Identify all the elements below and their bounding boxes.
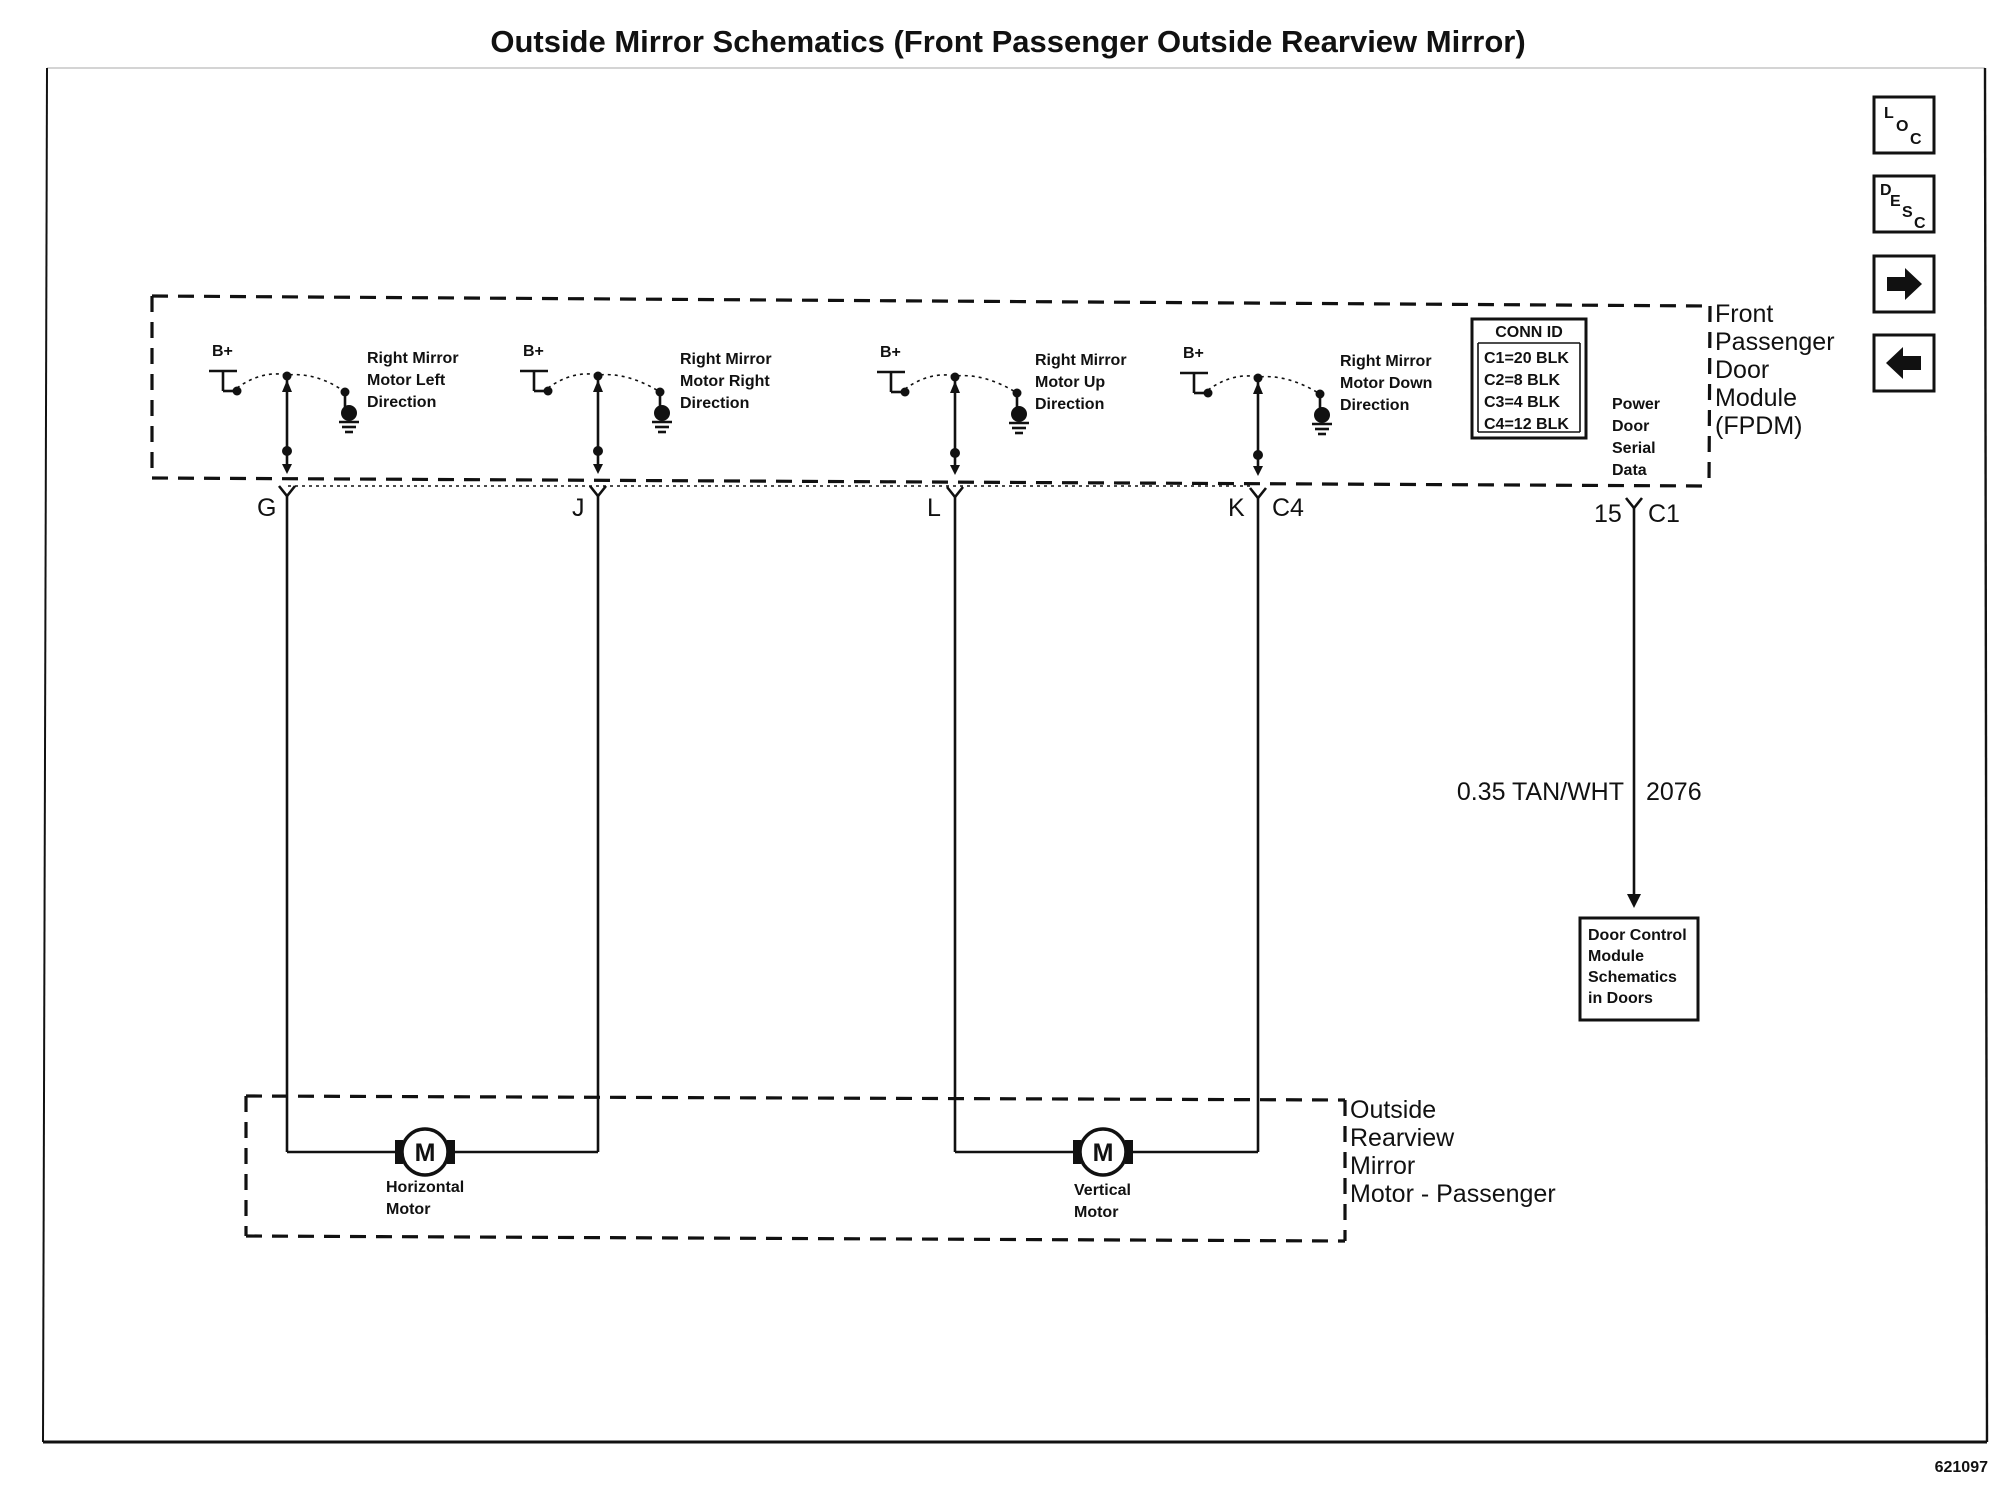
svg-text:Motor Left: Motor Left xyxy=(367,372,446,389)
svg-text:Motor: Motor xyxy=(386,1201,430,1218)
svg-text:Mirror: Mirror xyxy=(1350,1152,1415,1180)
page-title: Outside Mirror Schematics (Front Passeng… xyxy=(490,24,1525,59)
svg-text:C: C xyxy=(1910,131,1922,148)
svg-text:L: L xyxy=(1884,105,1894,122)
svg-text:Motor Right: Motor Right xyxy=(680,373,770,390)
conn-id-row: C2=8 BLK xyxy=(1484,372,1560,389)
right-arrow-icon xyxy=(1887,268,1922,300)
conn-id-row: C1=20 BLK xyxy=(1484,350,1569,367)
svg-text:2076: 2076 xyxy=(1646,778,1702,806)
mirror-motor-module-box xyxy=(244,1094,1347,1243)
conn-id-header: CONN ID xyxy=(1495,324,1563,341)
svg-text:O: O xyxy=(1896,118,1908,135)
svg-text:Data: Data xyxy=(1612,462,1647,479)
motor-icon xyxy=(400,1127,450,1177)
svg-text:Right Mirror: Right Mirror xyxy=(1035,352,1127,369)
svg-text:Outside: Outside xyxy=(1350,1096,1436,1124)
ground-icon xyxy=(341,405,357,421)
svg-text:Door: Door xyxy=(1715,356,1769,384)
svg-text:(FPDM): (FPDM) xyxy=(1715,412,1802,440)
motor-icon xyxy=(1078,1127,1128,1177)
left-arrow-icon xyxy=(1886,347,1921,379)
svg-text:S: S xyxy=(1902,204,1913,221)
switch-right-direction: B+ Right Mirror Motor Right Direction J xyxy=(520,343,772,522)
conn-id-row: C4=12 BLK xyxy=(1484,416,1569,433)
svg-text:Vertical: Vertical xyxy=(1074,1182,1131,1199)
svg-text:Front: Front xyxy=(1715,300,1773,328)
svg-text:C1: C1 xyxy=(1648,500,1680,528)
svg-text:J: J xyxy=(572,494,585,522)
connector-c4-label: C4 xyxy=(1272,494,1304,522)
vertical-motor: M Vertical Motor xyxy=(1073,1127,1133,1221)
mirror-module-label: Outside Rearview Mirror Motor - Passenge… xyxy=(1350,1096,1556,1208)
svg-text:Module: Module xyxy=(1715,384,1797,412)
svg-text:M: M xyxy=(415,1139,436,1167)
svg-text:Horizontal: Horizontal xyxy=(386,1179,464,1196)
conn-id-row: C3=4 BLK xyxy=(1484,394,1560,411)
svg-text:Module: Module xyxy=(1588,948,1644,965)
switch-up-direction: B+ Right Mirror Motor Up Direction L xyxy=(877,344,1127,522)
svg-text:Right Mirror: Right Mirror xyxy=(367,350,459,367)
ground-icon xyxy=(1314,407,1330,423)
svg-text:Direction: Direction xyxy=(680,395,749,412)
svg-text:B+: B+ xyxy=(212,343,233,360)
svg-text:Passenger: Passenger xyxy=(1715,328,1835,356)
switch-left-direction: B+ Right Mirror Motor Left Direction G xyxy=(209,343,459,522)
svg-text:Motor: Motor xyxy=(1074,1204,1118,1221)
svg-text:Door Control: Door Control xyxy=(1588,927,1687,944)
door-control-module-link[interactable]: Door Control Module Schematics in Doors xyxy=(1578,916,1700,1022)
next-arrow-button[interactable] xyxy=(1872,254,1936,314)
svg-text:Motor - Passenger: Motor - Passenger xyxy=(1350,1180,1556,1208)
svg-text:D: D xyxy=(1880,182,1892,199)
conn-id-table: CONN ID C1=20 BLK C2=8 BLK C3=4 BLK C4=1… xyxy=(1470,317,1588,440)
switch-down-direction: B+ Right Mirror Motor Down Direction K C… xyxy=(1180,345,1432,522)
svg-text:Door: Door xyxy=(1612,418,1649,435)
svg-text:Serial: Serial xyxy=(1612,440,1656,457)
svg-text:C: C xyxy=(1914,215,1926,232)
outer-frame xyxy=(42,67,1989,1444)
svg-text:Direction: Direction xyxy=(1035,396,1104,413)
svg-text:Power: Power xyxy=(1612,396,1660,413)
svg-text:15: 15 xyxy=(1594,500,1622,528)
svg-text:Direction: Direction xyxy=(1340,397,1409,414)
svg-text:0.35 TAN/WHT: 0.35 TAN/WHT xyxy=(1457,778,1624,806)
svg-text:L: L xyxy=(927,494,941,522)
svg-text:Schematics: Schematics xyxy=(1588,969,1677,986)
figure-number: 621097 xyxy=(1935,1459,1988,1476)
svg-text:Motor Up: Motor Up xyxy=(1035,374,1105,391)
power-door-serial-data: Power Door Serial Data 15 C1 0.35 TAN/WH… xyxy=(1457,396,1702,908)
fpdm-label: Front Passenger Door Module (FPDM) xyxy=(1715,300,1835,440)
svg-text:Motor Down: Motor Down xyxy=(1340,375,1432,392)
svg-text:K: K xyxy=(1228,494,1245,522)
svg-text:Rearview: Rearview xyxy=(1350,1124,1455,1152)
svg-text:Right Mirror: Right Mirror xyxy=(1340,353,1432,370)
svg-text:G: G xyxy=(257,494,276,522)
svg-text:B+: B+ xyxy=(523,343,544,360)
svg-text:B+: B+ xyxy=(880,344,901,361)
prev-arrow-button[interactable] xyxy=(1872,333,1936,393)
desc-button[interactable]: D E S C xyxy=(1872,174,1936,234)
svg-text:E: E xyxy=(1890,193,1901,210)
motor-wires xyxy=(285,496,1260,1154)
svg-text:in Doors: in Doors xyxy=(1588,990,1653,1007)
svg-text:B+: B+ xyxy=(1183,345,1204,362)
svg-text:M: M xyxy=(1093,1139,1114,1167)
ground-icon xyxy=(1011,406,1027,422)
fpdm-module-box xyxy=(150,294,1712,488)
svg-text:Right Mirror: Right Mirror xyxy=(680,351,772,368)
ground-icon xyxy=(654,405,670,421)
svg-text:Direction: Direction xyxy=(367,394,436,411)
loc-button[interactable]: L O C xyxy=(1872,95,1936,155)
horizontal-motor: M Horizontal Motor xyxy=(386,1127,464,1218)
